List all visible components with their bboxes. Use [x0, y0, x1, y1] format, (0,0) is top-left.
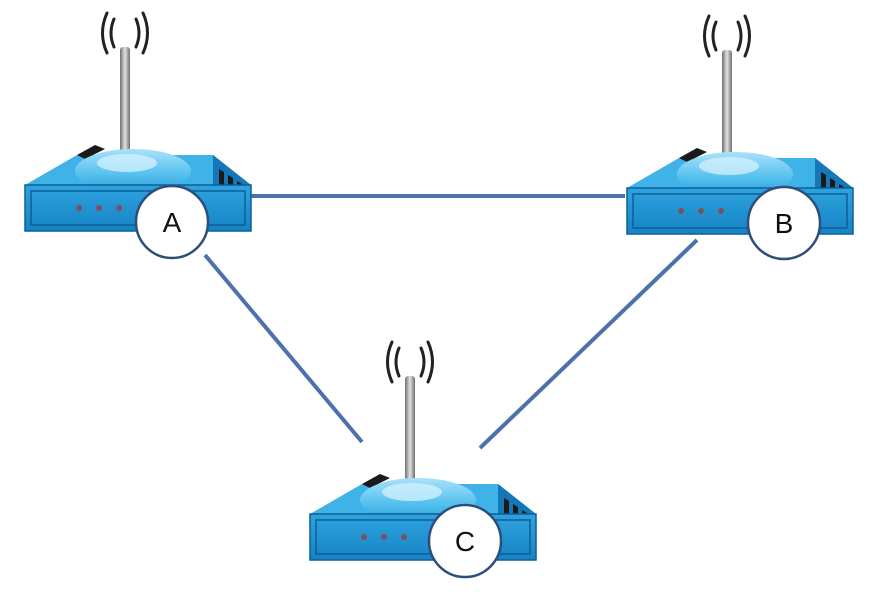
wireless-router-icon	[625, 14, 855, 236]
link-a-c	[203, 253, 364, 444]
label-circle	[134, 184, 210, 260]
wireless-router-icon	[308, 340, 538, 562]
label-circle	[746, 185, 822, 261]
node-c: C	[308, 340, 538, 579]
node-b: B	[625, 14, 855, 261]
node-label-b: B	[775, 208, 794, 239]
node-a: A	[23, 11, 253, 260]
link-b-c	[478, 238, 699, 450]
links-layer	[203, 194, 699, 450]
node-label-c: C	[455, 526, 475, 557]
label-circle	[427, 503, 503, 579]
node-label-a: A	[163, 207, 182, 238]
wireless-router-icon	[23, 11, 253, 233]
